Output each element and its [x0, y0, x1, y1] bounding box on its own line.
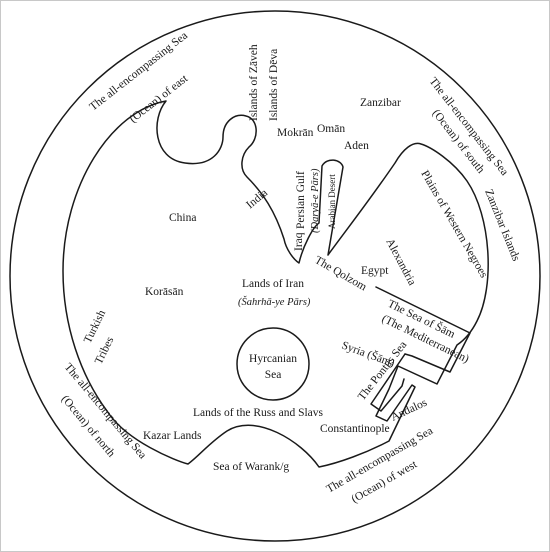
constantinople-label: Constantinople: [320, 423, 390, 435]
egypt-label: Egypt: [361, 265, 389, 277]
islands-zaveh-label: Islands of Zāveh: [248, 44, 260, 121]
kazar-label: Kazar Lands: [143, 430, 202, 442]
lands-iran-subtitle: (Šahrhā-ye Pārs): [238, 296, 311, 308]
mediterranean-inner-edge: [375, 286, 471, 373]
india-label: India: [244, 187, 270, 211]
hyrcanian-sea: [236, 327, 310, 401]
lands-iran-label: Lands of Iran: [242, 278, 304, 290]
hyrcanian-label: Hyrcanian: [249, 353, 297, 365]
zanzibar-label: Zanzibar: [360, 97, 401, 109]
oman-label: Omān: [317, 123, 345, 135]
persian-gulf-label: Persian Gulf: [295, 171, 307, 229]
pontus-inner-edge: [370, 353, 406, 412]
tribes-label: Tribes: [93, 335, 117, 367]
alexandria-label: Alexandria: [383, 237, 418, 288]
warank-label: Sea of Warank/g: [213, 461, 289, 473]
world-outer-circle: [9, 10, 541, 542]
mokran-label: Mokrān: [277, 127, 314, 139]
china-label: China: [169, 212, 196, 224]
plains-western-negroes-label: Plains of Western Negroes: [418, 169, 490, 281]
ocean-east-line1: The all-encompassing Sea: [87, 30, 190, 114]
andalos-label: Andalos: [389, 396, 429, 423]
russ-slavs-label: Lands of the Russ and Slavs: [193, 407, 324, 419]
hyrcanian-sea-label: Sea: [265, 369, 282, 381]
iraq-label: Iraq: [293, 232, 305, 251]
korasan-label: Korāsān: [145, 286, 184, 298]
persian-gulf-subtitle: (Daryā-e Pārs): [310, 168, 321, 233]
islands-deva-label: Islands of Dēva: [268, 49, 280, 121]
ocean-north-line2: (Ocean) of north: [59, 393, 118, 460]
arabian-desert-label: Arabian Desert: [327, 174, 337, 229]
aden-label: Aden: [344, 140, 369, 152]
landmass-outline: [62, 100, 489, 468]
